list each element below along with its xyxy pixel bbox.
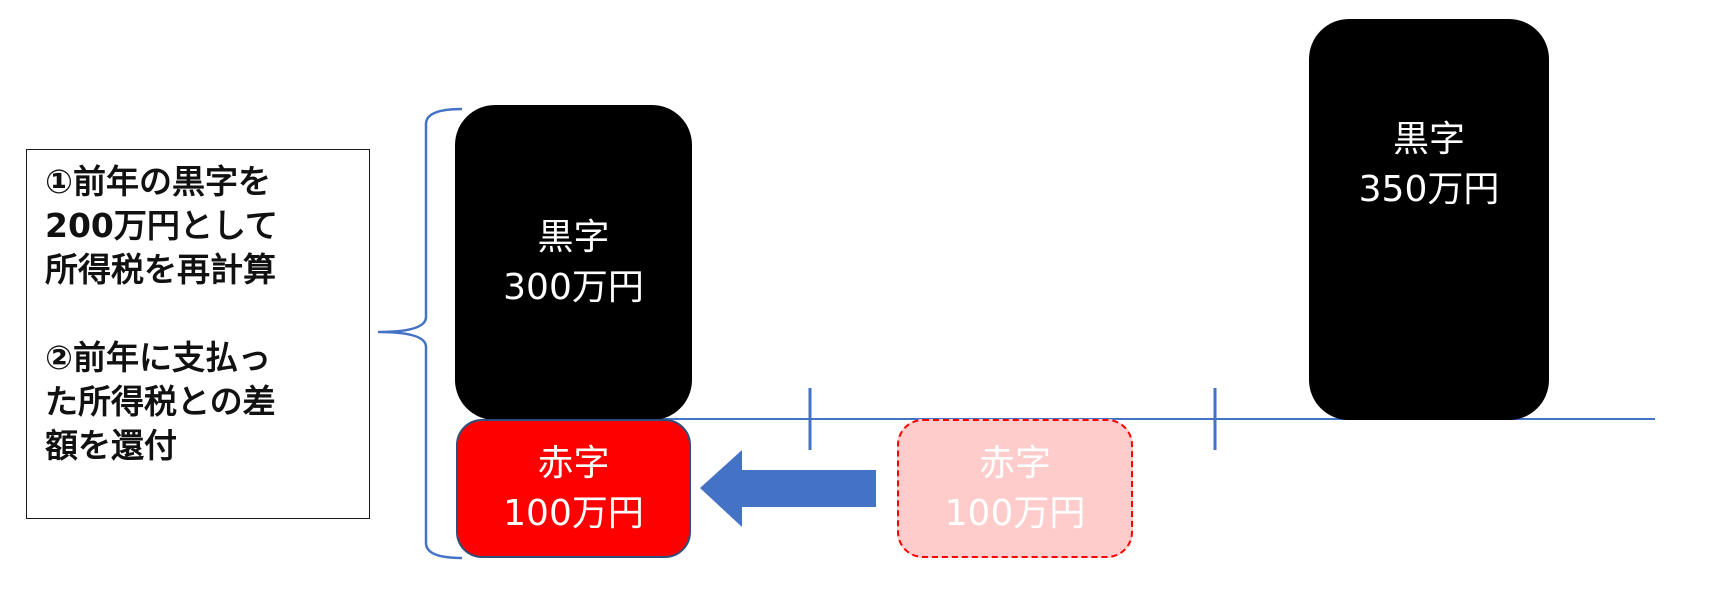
later-year-profit-amount: 350万円 [1358,168,1500,210]
explanation-line-1: ①前年の黒字を [45,162,271,201]
explanation-line-3: 所得税を再計算 [45,250,276,289]
later-year-profit-label: 黒字 [1392,118,1465,160]
original-loss-amount: 100万円 [944,492,1086,534]
explanation-line-7: 額を還付 [45,426,177,465]
explanation-spacer [45,292,361,336]
left-arrow-icon [700,450,876,527]
explanation-line-5: ②前年に支払っ [45,338,271,377]
later-year-profit-block: 黒字 350万円 [1309,19,1549,420]
explanation-line-2: 200万円として [45,206,278,245]
curly-brace-icon [377,107,463,560]
prior-year-profit-block: 黒字 300万円 [455,105,692,420]
prior-year-profit-amount: 300万円 [503,266,644,308]
explanation-box: ①前年の黒字を 200万円として 所得税を再計算 ②前年に支払っ た所得税との差… [26,149,370,519]
explanation-line-6: た所得税との差 [45,382,276,421]
carried-back-loss-label: 赤字 [537,442,610,484]
carried-back-loss-block: 赤字 100万円 [456,419,691,558]
prior-year-profit-label: 黒字 [537,216,610,258]
original-loss-label: 赤字 [978,442,1051,484]
original-loss-block: 赤字 100万円 [897,419,1133,558]
carried-back-loss-amount: 100万円 [503,492,644,534]
